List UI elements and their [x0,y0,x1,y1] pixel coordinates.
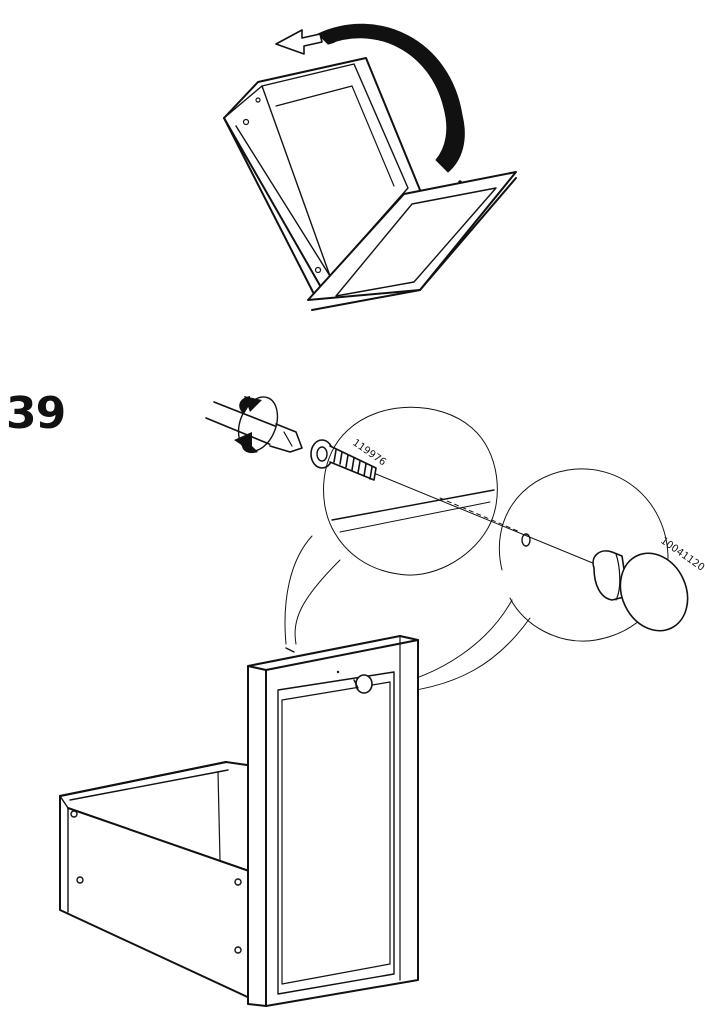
rotate-arrow-icon [275,23,465,173]
screwdriver-icon [205,401,303,453]
bottom-scene: 119976 10041120 [59,396,705,1007]
drawer-front-flat [307,171,517,311]
step-number: 39 [6,388,66,439]
top-scene [223,23,517,311]
alignment-line [375,473,601,567]
zoom-circle-door-edge [284,406,498,645]
screw-icon [310,439,377,481]
drawer-icon [59,635,419,1007]
rotate-arrow-icon [234,396,279,454]
knob-icon [592,550,689,632]
